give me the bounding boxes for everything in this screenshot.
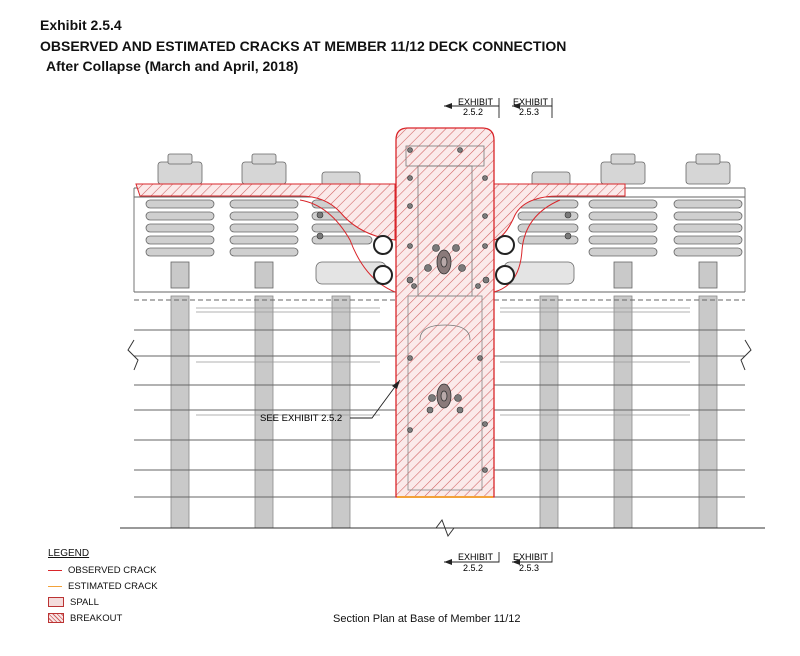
- exhibit-number: Exhibit 2.5.4: [40, 17, 122, 33]
- bolt-assembly-5: [588, 153, 658, 289]
- bolt-assembly-1: [145, 153, 215, 289]
- marker-top-left-ref: 2.5.2: [463, 107, 483, 117]
- legend-item-observed-crack: OBSERVED CRACK: [48, 562, 158, 578]
- bolt-assemblies: [145, 153, 743, 289]
- marker-top-right-ref: 2.5.3: [519, 107, 539, 117]
- open-pipe-circles: [373, 235, 515, 285]
- marker-bottom-left-ref: 2.5.2: [463, 563, 483, 573]
- anchor-rods: [436, 249, 452, 409]
- marker-bottom-right-ref: 2.5.3: [519, 563, 539, 573]
- spall-swatch: [48, 597, 64, 607]
- exhibit-subtitle: After Collapse (March and April, 2018): [46, 58, 299, 74]
- legend-item-spall: SPALL: [48, 594, 158, 610]
- legend-label: ESTIMATED CRACK: [68, 580, 158, 592]
- legend-label: SPALL: [70, 596, 99, 608]
- section-markers-top: EXHIBIT 2.5.2 EXHIBIT 2.5.3: [444, 97, 553, 118]
- marker-top-left-label: EXHIBIT: [458, 97, 494, 107]
- drawing-caption: Section Plan at Base of Member 11/12: [333, 613, 521, 625]
- exhibit-title: OBSERVED AND ESTIMATED CRACKS AT MEMBER …: [40, 38, 567, 54]
- section-markers-bottom: EXHIBIT 2.5.2 EXHIBIT 2.5.3: [444, 552, 553, 573]
- marker-bottom-left-label: EXHIBIT: [458, 552, 494, 562]
- legend-label: BREAKOUT: [70, 612, 123, 624]
- callout-leader: SEE EXHIBIT 2.5.2: [260, 379, 401, 424]
- callout-text: SEE EXHIBIT 2.5.2: [260, 413, 342, 424]
- legend: LEGEND OBSERVED CRACK ESTIMATED CRACK SP…: [48, 548, 158, 626]
- legend-label: OBSERVED CRACK: [68, 564, 157, 576]
- marker-bottom-right-label: EXHIBIT: [513, 552, 549, 562]
- breakout-swatch: [48, 613, 64, 623]
- marker-top-right-label: EXHIBIT: [513, 97, 549, 107]
- bolt-assembly-6: [673, 153, 743, 289]
- legend-item-breakout: BREAKOUT: [48, 610, 158, 626]
- plate-lines: [196, 307, 690, 416]
- member-breakout: [395, 127, 495, 498]
- observed-crack-swatch: [48, 569, 62, 571]
- estimated-crack-swatch: [48, 585, 62, 587]
- bolt-holes: [316, 147, 572, 473]
- bolt-assembly-2: [229, 153, 299, 289]
- legend-item-estimated-crack: ESTIMATED CRACK: [48, 578, 158, 594]
- break-symbols: [120, 339, 765, 538]
- bolt-assembly-4: [503, 171, 579, 285]
- legend-title: LEGEND: [48, 548, 90, 559]
